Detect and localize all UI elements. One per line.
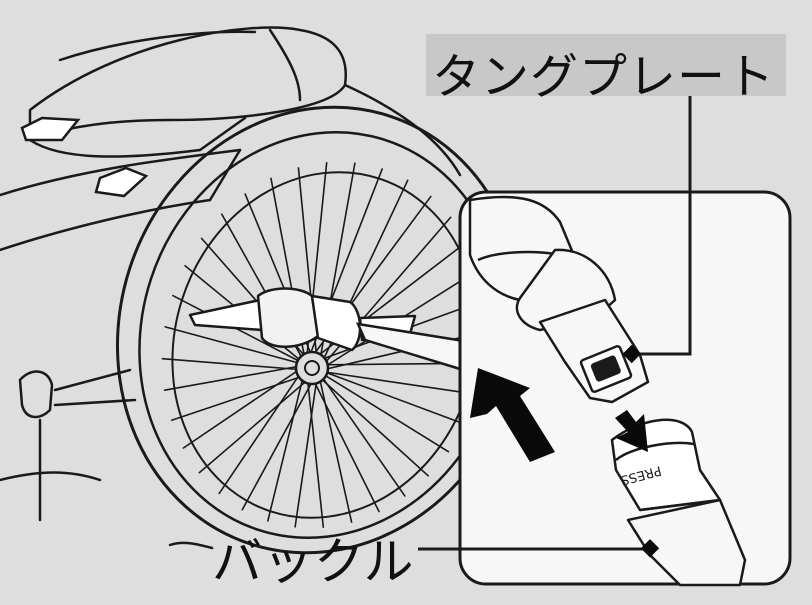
leader-lines [418,82,692,551]
wheel-spoke [172,294,319,372]
tongue-plate [468,195,650,404]
press-arrow-icon [615,410,648,452]
wheel-spoke [182,364,307,449]
leader-point-icon [640,539,660,558]
wheel-spoke [267,364,307,522]
wheel-spoke [294,370,319,528]
wheel-spoke [305,364,325,529]
wheel-spoke [218,364,307,495]
wheel-spoke [241,370,319,511]
wheel-spoke [317,370,450,453]
wheel-spoke [305,364,466,426]
wheel-spoke [305,364,380,513]
wheel-spoke [317,370,353,523]
lower-frame [0,368,214,550]
wheel-spoke [161,357,319,372]
wheelchair-seat [0,26,462,252]
tongue-plate-label: タングプレート [432,49,776,105]
wheel-spoke [164,326,307,366]
seat-pad-lower [94,166,149,198]
buckle-label: バックル [212,533,415,591]
wheel-spoke [317,370,406,497]
tongue-plate-label-box [426,34,786,96]
wheel-spoke [163,364,307,391]
leader-point-icon [622,344,641,364]
wheel-spoke [170,370,319,422]
wheel-spoke [317,370,478,396]
seat-pad-upper [20,116,81,142]
insertion-arrow-icon [470,368,555,462]
wheel-spoke [198,370,319,474]
wheel-spoke [305,364,429,477]
